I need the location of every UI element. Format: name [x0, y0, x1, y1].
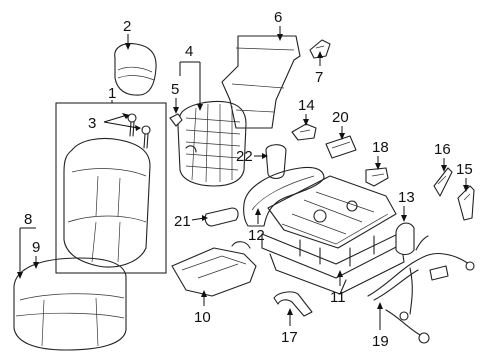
cover-21 — [204, 207, 239, 227]
callout-7: 7 — [315, 69, 323, 86]
clip-5 — [169, 113, 183, 127]
callout-20: 20 — [332, 109, 349, 126]
callout-1: 1 — [108, 85, 116, 102]
bracket-18 — [365, 167, 389, 187]
leaders — [17, 26, 469, 330]
callout-14: 14 — [298, 97, 315, 114]
lever-clip-14 — [291, 123, 317, 141]
callout-labels: 2 1 3 4 5 6 7 8 9 10 11 12 13 14 15 16 1… — [24, 9, 473, 350]
callout-8: 8 — [24, 211, 32, 228]
callout-15: 15 — [456, 161, 473, 178]
seat-back-frame — [177, 100, 247, 187]
callout-5: 5 — [171, 81, 179, 98]
wire-harness-19 — [367, 235, 475, 344]
part-1-group-box — [55, 102, 167, 274]
callout-21: 21 — [174, 213, 191, 230]
callout-11: 11 — [330, 289, 346, 306]
under-cover-10 — [171, 241, 257, 297]
bolt-2 — [141, 125, 151, 149]
callout-17: 17 — [281, 329, 298, 346]
callout-13: 13 — [398, 189, 415, 206]
bolt-1 — [127, 113, 137, 137]
seat-cushion — [13, 257, 127, 351]
headrest — [114, 43, 157, 96]
callout-18: 18 — [372, 139, 389, 156]
callout-4: 4 — [185, 43, 193, 60]
side-shield-12 — [243, 166, 325, 227]
callout-16: 16 — [434, 141, 451, 158]
knob-7 — [309, 39, 331, 59]
hook-bracket-17 — [273, 291, 313, 317]
callout-9: 9 — [32, 239, 40, 256]
callout-3: 3 — [88, 115, 96, 132]
seat-back-cover — [63, 137, 151, 268]
callout-2: 2 — [123, 18, 131, 35]
callout-12: 12 — [248, 227, 265, 244]
end-cover-13 — [395, 222, 415, 256]
seat-frame-11 — [261, 175, 405, 295]
back-panel-board — [221, 35, 301, 129]
knob-cover-22 — [265, 144, 287, 180]
strap-15 — [457, 185, 475, 221]
callout-6: 6 — [274, 9, 282, 26]
callout-10: 10 — [194, 309, 211, 326]
callout-19: 19 — [372, 333, 389, 350]
strap-16 — [433, 167, 453, 197]
switch-20 — [325, 135, 357, 159]
callout-22: 22 — [236, 148, 253, 165]
